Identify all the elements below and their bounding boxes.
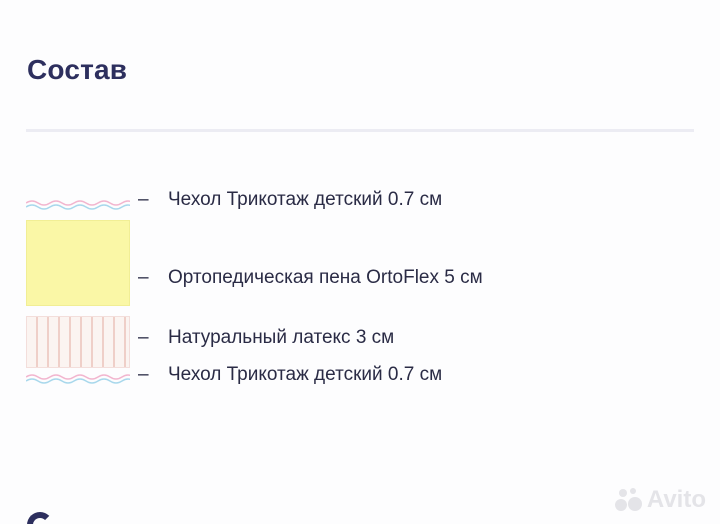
next-section-title-partial (27, 506, 117, 524)
cover-top-illustration (25, 198, 135, 212)
layer-label: Ортопедическая пена OrtoFlex 5 см (168, 267, 483, 288)
avito-watermark: Avito (613, 486, 706, 514)
dash: – (138, 189, 149, 210)
layer-label: Натуральный латекс 3 см (168, 327, 395, 348)
avito-logo-icon (613, 487, 643, 513)
divider (26, 129, 694, 132)
layer-label: Чехол Трикотаж детский 0.7 см (168, 364, 443, 385)
layer-item: –Натуральный латекс 3 см (138, 327, 394, 349)
foam-layer-illustration (26, 220, 130, 306)
dash: – (138, 364, 149, 385)
layer-item: –Чехол Трикотаж детский 0.7 см (138, 189, 442, 211)
section-title: Состав (27, 54, 128, 85)
layer-item: –Чехол Трикотаж детский 0.7 см (138, 364, 442, 386)
latex-layer-illustration (26, 316, 130, 368)
watermark-text: Avito (646, 486, 706, 513)
dash: – (138, 267, 149, 288)
cover-bottom-illustration (25, 372, 135, 386)
layer-item: –Ортопедическая пена OrtoFlex 5 см (138, 267, 483, 289)
dash: – (138, 327, 149, 348)
layer-label: Чехол Трикотаж детский 0.7 см (168, 189, 443, 210)
